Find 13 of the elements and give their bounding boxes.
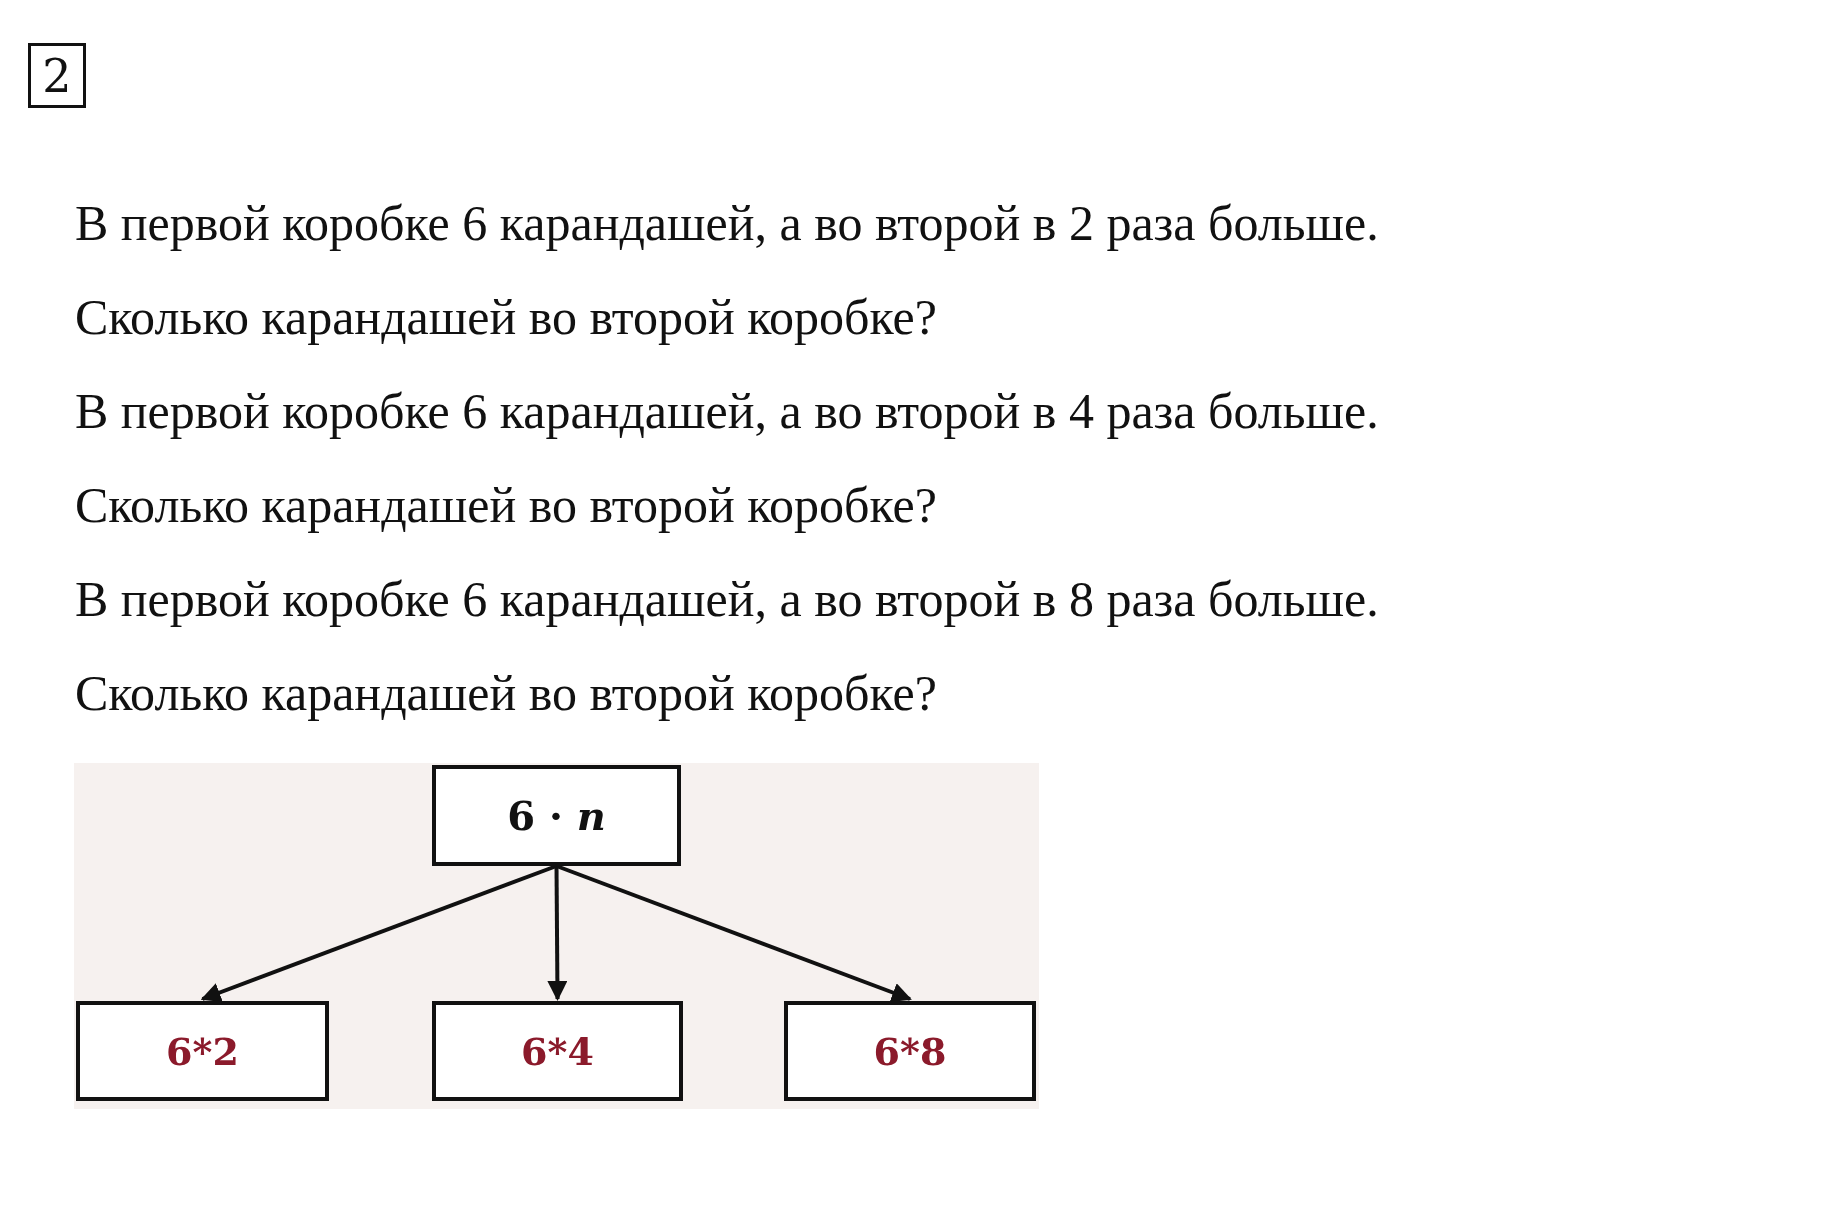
expression: 6*4 (521, 1028, 594, 1074)
expression-box (432, 765, 681, 866)
expression: 6 · n (507, 792, 606, 839)
arrow (547, 866, 568, 1001)
arrow (200, 864, 558, 1003)
expression: 6*8 (873, 1028, 947, 1074)
task-number: 2 (42, 48, 72, 103)
number-box (28, 43, 86, 108)
expression-box (784, 1001, 1036, 1101)
expression-box (76, 1001, 329, 1101)
expression: 6*2 (166, 1028, 239, 1074)
arrow (555, 864, 912, 1002)
expression-box (432, 1001, 683, 1101)
